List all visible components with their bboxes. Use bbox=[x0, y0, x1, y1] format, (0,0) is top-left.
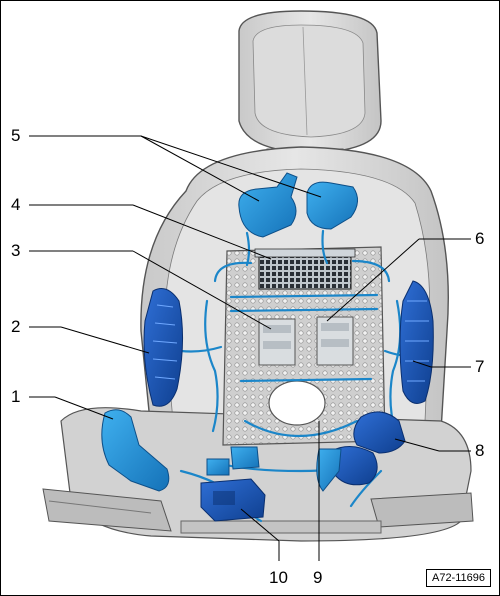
callout-4: 4 bbox=[11, 195, 21, 214]
callout-1: 1 bbox=[11, 387, 21, 406]
side-bladder-right bbox=[399, 280, 434, 404]
lower-left-unit bbox=[101, 409, 170, 492]
callout-10: 10 bbox=[269, 568, 288, 587]
air-modules bbox=[258, 316, 354, 366]
bottom-blue-parts bbox=[206, 446, 342, 492]
callout-7: 7 bbox=[475, 357, 485, 376]
figure-id-label: A72-11696 bbox=[425, 569, 491, 587]
callout-8: 8 bbox=[475, 441, 485, 460]
callout-6: 6 bbox=[475, 229, 485, 248]
headrest bbox=[238, 10, 382, 176]
right-fan bbox=[330, 411, 406, 486]
side-bladder-left bbox=[143, 288, 184, 407]
callout-9: 9 bbox=[313, 568, 323, 587]
compressor-unit bbox=[200, 478, 266, 522]
callout-5: 5 bbox=[11, 126, 21, 145]
callout-2: 2 bbox=[11, 317, 21, 336]
leader-lines bbox=[29, 135, 471, 561]
shoulder-blower-right bbox=[306, 181, 358, 230]
callout-3: 3 bbox=[11, 241, 21, 260]
control-unit bbox=[254, 248, 356, 290]
